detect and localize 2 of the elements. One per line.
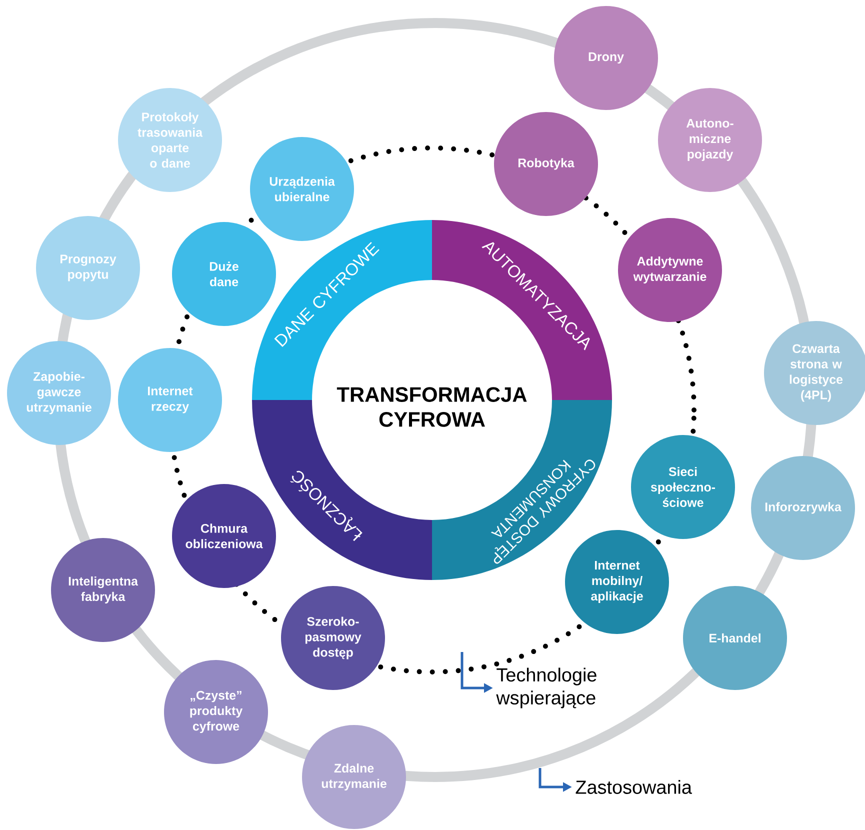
category-label: Zastosowania (576, 780, 692, 794)
category-label: Technologie wspierające (496, 668, 596, 708)
